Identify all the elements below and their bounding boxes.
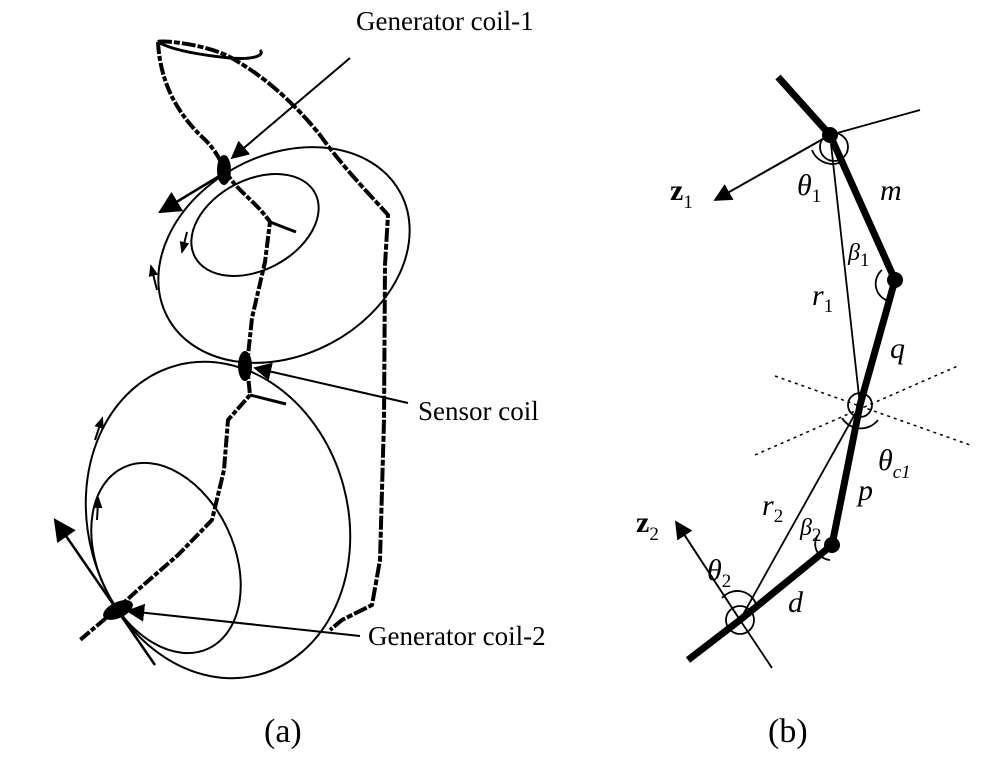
field-arrow-2b (94, 416, 104, 441)
z1-axis-arrow (713, 134, 831, 201)
generator-coil-1-mark (217, 155, 231, 185)
z2-axis-arrow (675, 520, 741, 621)
finger-trajectory-inner (78, 41, 272, 642)
finger-branch-lower (249, 393, 287, 406)
sensor-dot (857, 402, 863, 408)
label-generator-coil-1: Generator coil-1 (356, 6, 534, 36)
label-q: q (890, 332, 905, 365)
line-r1 (829, 134, 861, 406)
leader-generator-coil-2 (126, 603, 361, 637)
label-z2: z2 (636, 506, 659, 545)
label-p: p (856, 474, 873, 507)
leader-generator-coil-1 (230, 57, 351, 160)
panel-b: z1 θ1 m β1 r1 q θc1 p r2 β2 z2 θ2 d (b) (636, 74, 971, 750)
field-arrow-2a (92, 496, 103, 521)
label-beta2: β2 (799, 515, 821, 546)
field-loop-2-outer (84, 360, 352, 680)
label-sensor-coil: Sensor coil (418, 396, 539, 426)
dotted-line-2 (754, 364, 961, 456)
label-z1: z1 (670, 174, 693, 213)
arc-beta1 (874, 269, 887, 301)
caption-a: (a) (264, 713, 302, 750)
label-theta2: θ2 (707, 554, 731, 592)
panel-a: Generator coil-1 Sensor coil Generator c… (53, 6, 546, 750)
field-arrow-1a (179, 231, 190, 254)
finger-trajectory-outer (157, 39, 390, 632)
joint-3 (824, 537, 840, 553)
coil-2-axis-arrow (53, 518, 157, 666)
coil-1-axis-arrow (158, 170, 227, 214)
label-r1: r1 (812, 279, 833, 317)
label-m: m (880, 174, 902, 207)
label-beta1: β1 (847, 240, 869, 271)
label-generator-coil-2: Generator coil-2 (368, 621, 546, 651)
sensor-coil-mark (238, 351, 252, 381)
arc-beta2 (814, 534, 831, 561)
line-r2 (739, 404, 861, 621)
caption-b: (b) (768, 713, 808, 750)
dotted-line-1 (774, 375, 971, 446)
label-d: d (788, 586, 804, 619)
field-arrow-1b (148, 264, 159, 291)
field-loop-1-outer (157, 146, 411, 364)
label-theta1: θ1 (797, 169, 821, 207)
generator-2-ring (725, 605, 755, 635)
joint-1 (822, 127, 838, 143)
leader-sensor-coil (253, 362, 409, 404)
sensor-ring (847, 392, 873, 418)
joint-1-ring (819, 132, 849, 162)
finger-trajectory-top-loop (157, 40, 263, 60)
arc-theta1 (811, 149, 846, 165)
joint-2 (887, 272, 903, 288)
label-thetac1: θc1 (878, 444, 911, 483)
arc-theta2 (721, 590, 757, 605)
label-r2: r2 (762, 489, 783, 527)
field-loop-1-inner (190, 173, 320, 277)
z1-axis-line (829, 109, 921, 136)
arc-thetac (841, 417, 879, 430)
finger-branch-upper (269, 220, 297, 234)
z2-axis-line (739, 619, 773, 669)
